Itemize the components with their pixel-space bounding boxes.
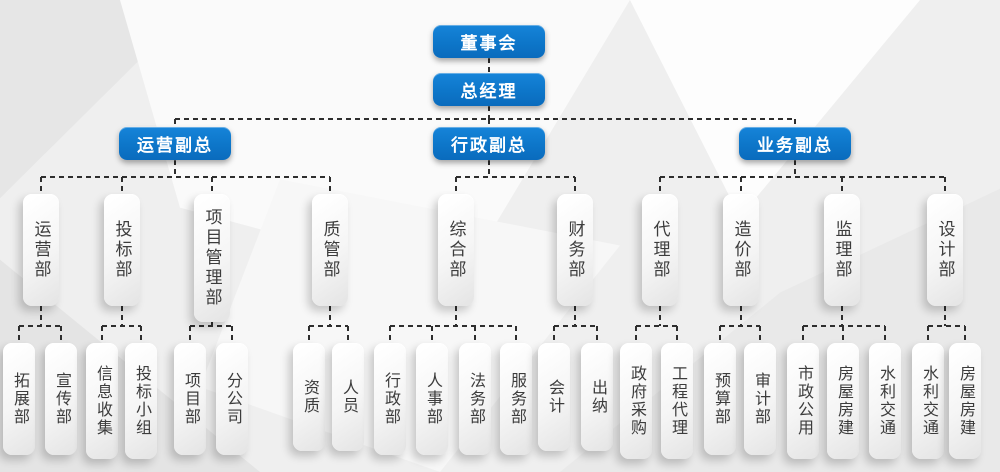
- node-leaf-1-0-2: 法务部: [459, 343, 491, 455]
- node-leaf-0-2-1-label: 分公司: [224, 372, 241, 426]
- node-leaf-0-2-0-label: 项目部: [182, 372, 199, 426]
- node-leaf-1-0-3-label: 服务部: [508, 372, 525, 426]
- node-leaf-2-2-0-label: 市政公用: [795, 365, 812, 437]
- node-leaf-0-1-0-label: 信息收集: [94, 365, 111, 437]
- node-leaf-2-3-1: 房屋房建: [949, 343, 981, 459]
- node-leaf-0-3-0: 资质: [293, 343, 325, 451]
- node-leaf-2-2-2-label: 水利交通: [877, 365, 894, 437]
- node-dept-2-3: 设计部: [927, 194, 963, 306]
- node-leaf-2-2-1: 房屋房建: [827, 343, 859, 459]
- node-leaf-2-3-1-label: 房屋房建: [957, 365, 974, 437]
- node-dept-2-2-label: 监理部: [832, 220, 852, 280]
- node-dept-2-0-label: 代理部: [650, 220, 670, 280]
- node-leaf-1-0-0-label: 行政部: [382, 372, 399, 426]
- node-dept-1-1: 财务部: [557, 194, 593, 306]
- node-dept-0-0: 运营部: [23, 194, 59, 306]
- node-dept-1-0: 综合部: [438, 194, 474, 306]
- node-leaf-2-1-1: 审计部: [744, 343, 776, 455]
- node-leaf-2-0-0: 政府采购: [620, 343, 652, 459]
- node-leaf-2-0-0-label: 政府采购: [628, 365, 645, 437]
- node-leaf-0-3-0-label: 资质: [301, 379, 318, 415]
- node-board-label: 董事会: [460, 34, 518, 53]
- node-dept-1-0-label: 综合部: [446, 220, 466, 280]
- node-dept-2-3-label: 设计部: [935, 220, 955, 280]
- node-leaf-0-2-0: 项目部: [174, 343, 206, 455]
- node-vp-0: 运营副总: [119, 127, 231, 160]
- node-leaf-2-1-0-label: 预算部: [712, 372, 729, 426]
- node-dept-0-0-label: 运营部: [31, 220, 51, 280]
- node-leaf-1-0-1-label: 人事部: [424, 372, 441, 426]
- node-leaf-2-1-1-label: 审计部: [752, 372, 769, 426]
- node-leaf-2-2-1-label: 房屋房建: [835, 365, 852, 437]
- node-leaf-0-0-1: 宣传部: [45, 343, 77, 455]
- node-leaf-0-1-1: 投标小组: [125, 343, 157, 459]
- node-leaf-2-0-1: 工程代理: [661, 343, 693, 459]
- node-dept-0-3-label: 质管部: [320, 220, 340, 280]
- node-leaf-0-3-1-label: 人员: [340, 379, 357, 415]
- node-vp-0-label: 运营副总: [137, 136, 213, 155]
- node-leaf-0-0-0-label: 拓展部: [11, 372, 28, 426]
- node-general-manager-label: 总经理: [460, 82, 518, 101]
- node-leaf-2-1-0: 预算部: [704, 343, 736, 455]
- node-leaf-2-2-2: 水利交通: [869, 343, 901, 459]
- node-leaf-0-3-1: 人员: [332, 343, 364, 451]
- node-leaf-1-1-0: 会计: [538, 343, 570, 451]
- node-leaf-1-1-1-label: 出纳: [589, 379, 606, 415]
- node-leaf-1-1-1: 出纳: [581, 343, 613, 451]
- node-leaf-2-3-0-label: 水利交通: [920, 365, 937, 437]
- node-dept-0-1-label: 投标部: [112, 220, 132, 280]
- node-leaf-0-2-1: 分公司: [216, 343, 248, 455]
- node-dept-0-1: 投标部: [104, 194, 140, 306]
- node-leaf-1-1-0-label: 会计: [546, 379, 563, 415]
- node-general-manager: 总经理: [433, 73, 545, 106]
- node-vp-2-label: 业务副总: [757, 136, 833, 155]
- node-leaf-1-0-3: 服务部: [500, 343, 532, 455]
- node-leaf-0-1-1-label: 投标小组: [133, 365, 150, 437]
- node-vp-2: 业务副总: [739, 127, 851, 160]
- node-dept-1-1-label: 财务部: [565, 220, 585, 280]
- node-dept-2-2: 监理部: [824, 194, 860, 306]
- node-dept-2-1-label: 造价部: [731, 220, 751, 280]
- node-vp-1-label: 行政副总: [451, 136, 527, 155]
- node-dept-0-3: 质管部: [312, 194, 348, 306]
- node-leaf-0-1-0: 信息收集: [86, 343, 118, 459]
- node-leaf-1-0-0: 行政部: [374, 343, 406, 455]
- node-vp-1: 行政副总: [433, 127, 545, 160]
- node-dept-2-1: 造价部: [723, 194, 759, 306]
- node-dept-0-2-label: 项目管理部: [202, 208, 222, 308]
- node-leaf-2-2-0: 市政公用: [787, 343, 819, 459]
- node-leaf-0-0-0: 拓展部: [3, 343, 35, 455]
- node-board: 董事会: [433, 25, 545, 58]
- node-leaf-1-0-1: 人事部: [416, 343, 448, 455]
- node-leaf-2-0-1-label: 工程代理: [669, 365, 686, 437]
- node-leaf-0-0-1-label: 宣传部: [53, 372, 70, 426]
- node-dept-0-2: 项目管理部: [194, 194, 230, 322]
- node-leaf-1-0-2-label: 法务部: [467, 372, 484, 426]
- node-leaf-2-3-0: 水利交通: [912, 343, 944, 459]
- node-dept-2-0: 代理部: [642, 194, 678, 306]
